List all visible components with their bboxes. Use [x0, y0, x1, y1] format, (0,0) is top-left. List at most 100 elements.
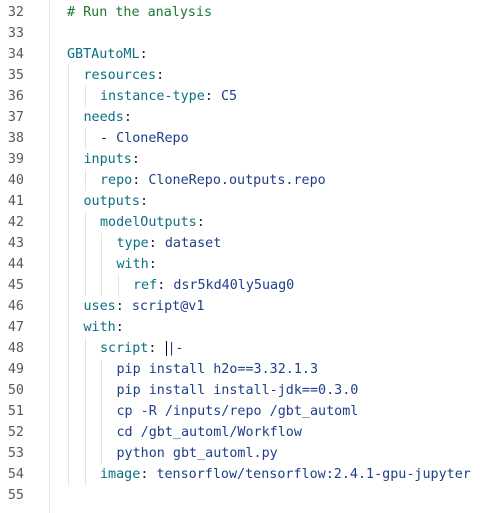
- text-cursor: [165, 340, 167, 356]
- code-line[interactable]: 43 type: dataset: [0, 233, 501, 254]
- yaml-value: CloneRepo: [116, 131, 189, 146]
- yaml-key: with: [116, 257, 149, 272]
- key-separator: :: [139, 194, 148, 209]
- line-code: pip install h2o==3.32.1.3: [117, 359, 319, 380]
- line-number: 49: [7, 362, 24, 377]
- line-code: outputs:: [84, 191, 149, 212]
- code-line[interactable]: 49 pip install h2o==3.32.1.3: [0, 359, 501, 380]
- key-separator: :: [115, 299, 132, 314]
- line-number: 52: [7, 425, 24, 440]
- line-number: 34: [7, 47, 24, 62]
- line-number: 47: [7, 320, 24, 335]
- key-separator: :: [123, 110, 132, 125]
- line-code: GBTAutoML:: [67, 44, 148, 65]
- line-number: 46: [7, 299, 24, 314]
- yaml-value: script@v1: [131, 299, 205, 314]
- line-code: ref: dsr5kd40ly5uag0: [133, 275, 294, 296]
- code-line[interactable]: 52 cd /gbt_automl/Workflow: [0, 422, 501, 443]
- indent-guide: [84, 212, 86, 296]
- yaml-key: ref: [133, 278, 158, 293]
- line-code: inputs:: [84, 149, 140, 170]
- line-code: python gbt_automl.py: [117, 443, 278, 464]
- code-line[interactable]: 55: [0, 485, 501, 506]
- yaml-value: CloneRepo.outputs.repo: [148, 173, 326, 188]
- code-line[interactable]: 34 GBTAutoML:: [0, 44, 501, 65]
- indent-guide: [84, 338, 86, 485]
- code-line[interactable]: 50 pip install install-jdk==0.3.0: [0, 380, 501, 401]
- yaml-key: type: [116, 236, 149, 251]
- yaml-key: GBTAutoML: [67, 47, 140, 62]
- line-number: 38: [7, 131, 24, 146]
- key-separator: :: [196, 215, 205, 230]
- line-code: with:: [117, 254, 157, 275]
- yaml-key: with: [83, 320, 116, 335]
- indent-guide: [101, 233, 102, 296]
- code-line[interactable]: 51 cp -R /inputs/repo /gbt_automl: [0, 401, 501, 422]
- yaml-value: pip install h2o==3.32.1.3: [116, 362, 319, 377]
- code-line[interactable]: 53 python gbt_automl.py: [0, 443, 501, 464]
- line-number: 32: [7, 5, 24, 20]
- yaml-key: outputs: [83, 194, 140, 209]
- yaml-key: needs: [83, 110, 124, 125]
- line-number: 45: [7, 278, 24, 293]
- key-separator: :: [148, 341, 165, 356]
- indent-guide: [117, 275, 119, 296]
- line-number: 43: [7, 236, 24, 251]
- line-number: 54: [7, 467, 24, 482]
- key-separator: :: [148, 236, 165, 251]
- yaml-value: tensorflow/tensorflow:2.4.1-gpu-jupyter: [156, 467, 471, 482]
- yaml-value: dsr5kd40ly5uag0: [173, 278, 295, 293]
- indent-guide: [84, 128, 86, 149]
- yaml-key: uses: [83, 299, 116, 314]
- code-line[interactable]: 39 inputs:: [0, 149, 501, 170]
- code-line[interactable]: 45 ref: dsr5kd40ly5uag0: [0, 275, 501, 296]
- code-line[interactable]: 46 uses: script@v1: [0, 296, 501, 317]
- line-number: 36: [7, 89, 24, 104]
- line-number: 40: [7, 173, 24, 188]
- indent-guide: [68, 65, 69, 485]
- code-line[interactable]: 38 - CloneRepo: [0, 128, 501, 149]
- line-number: 33: [7, 26, 24, 41]
- yaml-key: resources: [83, 68, 157, 83]
- line-code: needs:: [84, 107, 132, 128]
- code-line[interactable]: 41 outputs:: [0, 191, 501, 212]
- line-code: resources:: [84, 65, 165, 86]
- line-number: 55: [7, 488, 24, 503]
- key-separator: :: [131, 152, 140, 167]
- line-number: 39: [7, 152, 24, 167]
- code-comment: # Run the analysis: [67, 5, 213, 20]
- line-number: 53: [7, 446, 24, 461]
- key-separator: :: [157, 278, 174, 293]
- indent-guide: [84, 86, 86, 107]
- yaml-value: dataset: [164, 236, 222, 251]
- yaml-value: cp -R /inputs/repo /gbt_automl: [116, 404, 359, 419]
- code-line[interactable]: 47 with:: [0, 317, 501, 338]
- line-number: 51: [7, 404, 24, 419]
- yaml-value: cd /gbt_automl/Workflow: [116, 425, 302, 440]
- line-code: - CloneRepo: [100, 128, 189, 149]
- key-separator: :: [148, 257, 157, 272]
- line-code: # Run the analysis: [67, 2, 212, 23]
- key-separator: :: [204, 89, 221, 104]
- line-code: type: dataset: [117, 233, 222, 254]
- code-line[interactable]: 32 # Run the analysis: [0, 2, 501, 23]
- yaml-key: script: [100, 341, 149, 356]
- line-number: 50: [7, 383, 24, 398]
- yaml-value: pip install install-jdk==0.3.0: [116, 383, 359, 398]
- key-separator: :: [156, 68, 165, 83]
- list-dash: -: [100, 131, 117, 146]
- line-number: 41: [7, 194, 24, 209]
- yaml-key: instance-type: [100, 89, 205, 104]
- key-separator: :: [132, 173, 149, 188]
- code-line[interactable]: 33: [0, 23, 501, 44]
- key-separator: :: [115, 320, 124, 335]
